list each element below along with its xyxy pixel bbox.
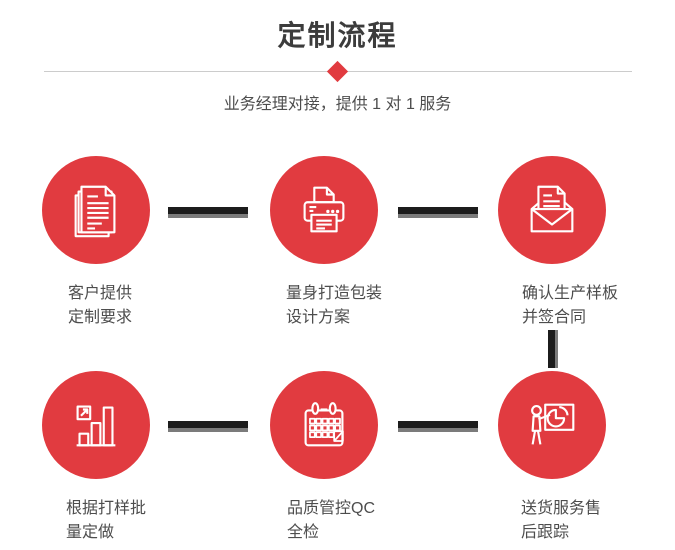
envelope-icon	[530, 185, 574, 233]
step5-label: 品质管控QC 全检	[287, 497, 375, 545]
step4-label-line2: 量定做	[66, 524, 115, 541]
step4-circle	[42, 371, 150, 479]
step4-label: 根据打样批 量定做	[66, 497, 146, 545]
step2-label-line2: 设计方案	[286, 309, 351, 326]
step6-label-line2: 后跟踪	[521, 524, 570, 541]
bar-chart-icon	[76, 405, 116, 447]
connector-step5-step6	[398, 421, 478, 432]
step4-label-line1: 根据打样批	[66, 500, 147, 517]
step2-circle	[270, 156, 378, 264]
documents-icon	[74, 185, 116, 238]
printer-icon	[303, 186, 345, 233]
calendar-icon	[304, 402, 344, 447]
step3-label-line2: 并签合同	[522, 309, 587, 326]
connector-step4-step5	[168, 421, 248, 432]
step5-circle	[270, 371, 378, 479]
step1-label: 客户提供 定制要求	[68, 282, 132, 330]
step6-label: 送货服务售 后跟踪	[521, 497, 601, 545]
subtitle: 业务经理对接，提供 1 对 1 服务	[223, 96, 452, 113]
step3-label-line1: 确认生产样板	[522, 285, 619, 302]
step2-label: 量身打造包装 设计方案	[286, 282, 382, 330]
step1-circle	[42, 156, 150, 264]
step6-circle	[498, 371, 606, 479]
step6-label-line1: 送货服务售	[521, 500, 602, 517]
page-title: 定制流程	[277, 20, 398, 51]
step5-label-line2: 全检	[287, 524, 320, 541]
connector-step2-step3	[398, 207, 478, 218]
step3-circle	[498, 156, 606, 264]
step1-label-line2: 定制要求	[68, 309, 133, 326]
step3-label: 确认生产样板 并签合同	[522, 282, 618, 330]
presentation-icon	[531, 403, 575, 445]
connector-step3-step6	[548, 330, 558, 368]
diamond-accent-icon	[326, 60, 349, 83]
step5-label-line1: 品质管控QC	[287, 500, 376, 517]
step2-label-line1: 量身打造包装	[286, 285, 383, 302]
connector-step1-step2	[168, 207, 248, 218]
step1-label-line1: 客户提供	[68, 285, 133, 302]
